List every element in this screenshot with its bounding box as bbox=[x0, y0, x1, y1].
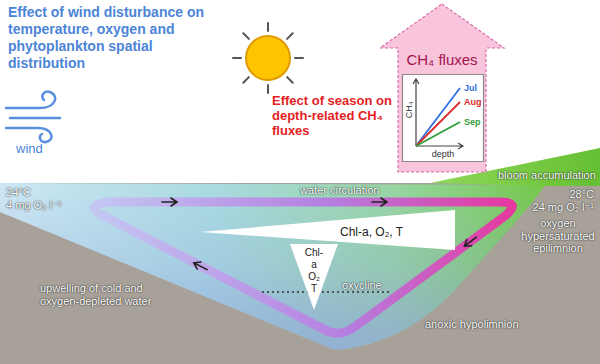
season-note: Effect of season on depth-related CH₄ fl… bbox=[272, 94, 392, 139]
oxycline-line bbox=[262, 291, 392, 292]
month-label: Sep bbox=[464, 117, 481, 127]
lake-ground bbox=[0, 183, 600, 364]
chart-axes bbox=[413, 79, 463, 149]
month-label: Aug bbox=[464, 97, 482, 107]
circulation-band bbox=[94, 202, 513, 333]
jul-line bbox=[416, 88, 460, 146]
vertical-gradient-wedge-shape bbox=[290, 244, 338, 310]
epilimnion-label: oxygen hypersaturated epilimnion bbox=[519, 217, 597, 255]
axis-label: CH₄ bbox=[404, 102, 414, 119]
oxygen-label: 24 mg O₂ l⁻¹ bbox=[510, 201, 594, 214]
flux-label: CH₄ fluxes bbox=[380, 51, 504, 68]
bloom-label: bloom accumulation bbox=[498, 169, 596, 181]
diagram-title: Effect of wind disturbance on temperatur… bbox=[8, 4, 223, 72]
month-label: Jul bbox=[464, 83, 477, 93]
temperature-label: 24°C bbox=[6, 186, 31, 199]
oxygen-label: 4 mg O₂ l⁻¹ bbox=[6, 199, 61, 212]
hypolimnion-label: anoxic hypolimnion bbox=[425, 318, 519, 331]
flux-arrow: CH₄ fluxesCH₄ depth JulAugSep bbox=[380, 4, 504, 172]
ch4-depth-chart: CH₄ depth JulAugSep bbox=[402, 74, 484, 162]
upwelling-label: upwelling of cold and oxygen-depleted wa… bbox=[40, 282, 165, 307]
ch4-depth-chart-shape bbox=[403, 75, 484, 162]
lake-water bbox=[0, 183, 545, 350]
flow-label: water circulation bbox=[300, 184, 379, 196]
sun-symbol bbox=[233, 23, 303, 93]
wind-label: wind bbox=[16, 142, 43, 157]
aug-line bbox=[416, 102, 460, 146]
oxycline-label: oxycline bbox=[342, 279, 382, 292]
flux-arrow-shape bbox=[380, 4, 504, 172]
water-depth-shade bbox=[0, 183, 545, 350]
sep-line bbox=[416, 122, 460, 146]
axis-label: depth bbox=[402, 149, 484, 159]
wedge-label: Chl-a O₂ T bbox=[305, 247, 323, 295]
wedge-label: Chl-a, O₂, T bbox=[340, 225, 403, 239]
vertical-gradient-wedge: Chl-a O₂ T bbox=[290, 244, 338, 310]
temperature-label: 28°C bbox=[520, 188, 594, 201]
wind-symbol bbox=[6, 92, 60, 142]
